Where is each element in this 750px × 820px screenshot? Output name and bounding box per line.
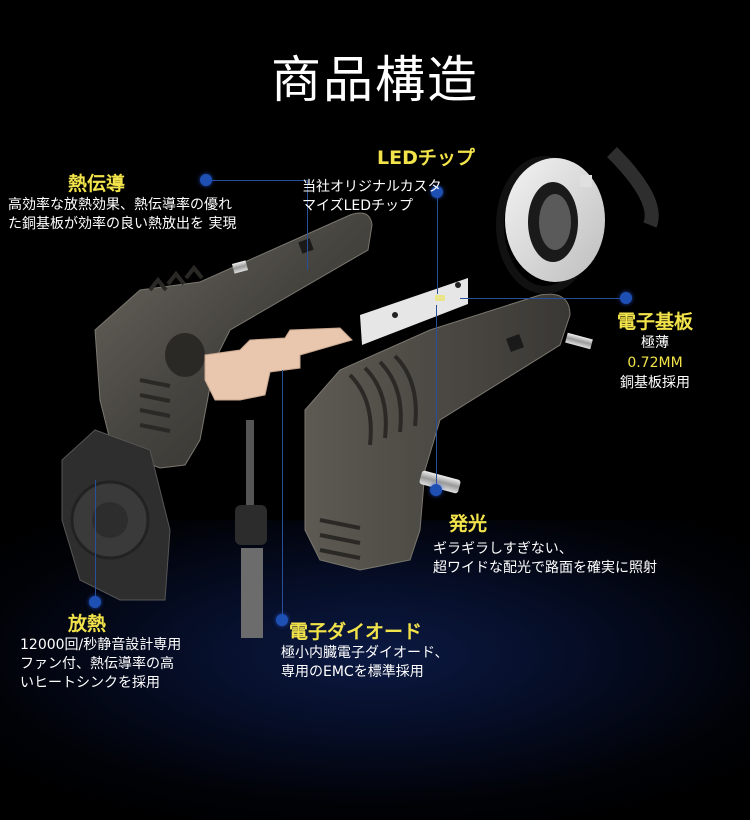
callout-dot-diode <box>276 614 288 626</box>
copper-substrate <box>204 327 353 401</box>
cooling-fan <box>61 429 171 601</box>
callout-line-1: 極薄 <box>641 335 669 351</box>
connector-led-chip-v <box>437 192 438 294</box>
product-structure-diagram: 商品構造 熱伝導 高効率な放熱効果、熱伝導率の優れ た銅基板が効率の良い熱放出を… <box>0 51 750 820</box>
callout-circuit-board: 電子基板 極薄 0.72MM 銅基板採用 <box>605 310 705 393</box>
callout-line-3: 銅基板採用 <box>620 375 690 391</box>
exploded-view-illustration <box>61 147 659 638</box>
callout-dot-emission <box>430 484 442 496</box>
callout-body: 当社オリジナルカスタ マイズLEDチップ <box>302 179 442 214</box>
callout-body: 高効率な放熱効果、熱伝導率の優れ た銅基板が効率の良い熱放出を 実現 <box>8 197 237 232</box>
callout-dot-circuit-board <box>620 292 632 304</box>
callout-heading: 発光 <box>449 513 488 535</box>
screw <box>419 470 461 494</box>
callout-diode: 電子ダイオード 極小内臓電子ダイオード、 専用のEMCを標準採用 <box>281 620 501 682</box>
callout-heading: 電子ダイオード <box>289 621 423 643</box>
callout-heading: 放熱 <box>68 613 107 635</box>
led-chip-board <box>360 278 468 345</box>
bulb-body <box>304 293 593 571</box>
connector-diode-v <box>282 370 283 620</box>
callout-thickness: 0.72MM <box>627 355 683 371</box>
callout-body: ギラギラしすぎない、 超ワイドな配光で路面を確実に照射 <box>433 541 657 576</box>
callout-heat-conduction: 熱伝導 高効率な放熱効果、熱伝導率の優れ た銅基板が効率の良い熱放出を 実現 <box>8 172 298 234</box>
background-ring-arc <box>607 147 659 228</box>
connector-heat-conduction-v <box>307 180 308 270</box>
callout-heading: LEDチップ <box>377 147 475 169</box>
callout-heading: 熱伝導 <box>68 173 126 195</box>
callout-dot-led-chip <box>431 186 443 198</box>
callout-body: 極小内臓電子ダイオード、 専用のEMCを標準採用 <box>281 645 449 680</box>
heat-sink-housing <box>94 212 373 469</box>
connector-heat-conduction-h <box>212 180 308 181</box>
callout-dot-heat-conduction <box>200 174 212 186</box>
callout-body: 12000回/秒静音設計専用 ファン付、熱伝導率の高 いヒートシンクを採用 <box>20 637 182 691</box>
callout-light-emission: 発光 ギラギラしすぎない、 超ワイドな配光で路面を確実に照射 <box>433 512 733 578</box>
callout-heading: 電子基板 <box>616 311 693 333</box>
callout-dot-dissipation <box>89 596 101 608</box>
diode-cable <box>235 420 267 638</box>
connector-circuit-board-h <box>460 298 626 299</box>
page-title: 商品構造 <box>271 51 479 109</box>
connector-emission-v <box>436 305 437 485</box>
callout-led-chip: LEDチップ 当社オリジナルカスタ マイズLEDチップ <box>302 146 502 216</box>
connector-dissipation-v <box>95 480 96 600</box>
mounting-ring <box>496 156 605 294</box>
callout-heat-dissipation: 放熱 12000回/秒静音設計専用 ファン付、熱伝導率の高 いヒートシンクを採用 <box>20 612 260 693</box>
